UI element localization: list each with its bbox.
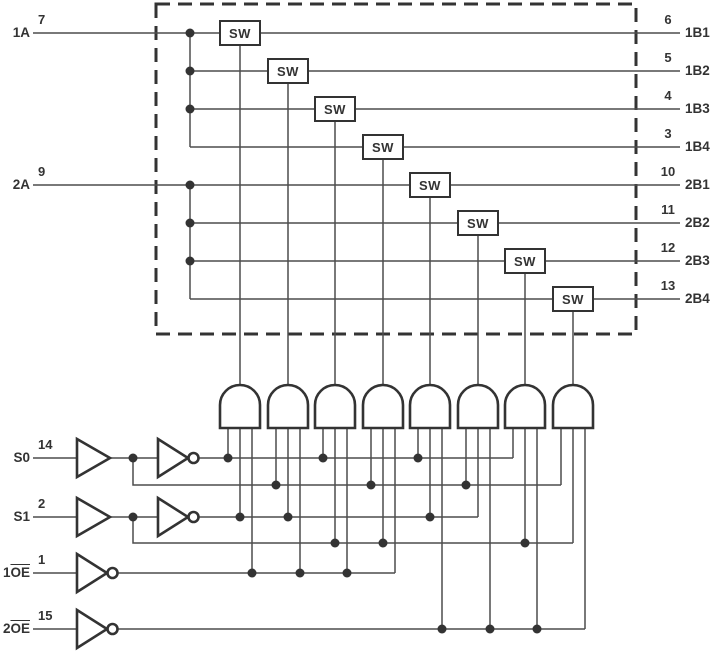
input-label-1a: 1A [12, 25, 30, 40]
enable-2oe-prefix: 2 [2, 621, 11, 636]
dashed-boundary-box [154, 2, 638, 336]
gate3-legs [322, 428, 348, 573]
gate1-legs [227, 428, 253, 573]
wire-s0-branch [132, 458, 561, 486]
and-gate-8 [551, 383, 595, 430]
buffers-inverters [75, 436, 200, 651]
s1-buffer-icon [75, 495, 113, 539]
s1-inverter-icon [156, 495, 191, 539]
and-gate-6 [456, 383, 500, 430]
junction-dots [128, 28, 542, 634]
pin-number-s0: 14 [38, 437, 53, 452]
enable-label-1oe: 1OE [0, 564, 30, 582]
enable-label-2oe: 2OE [0, 620, 30, 638]
output-label-2b1: 2B1 [685, 177, 710, 192]
output-label-2b4: 2B4 [685, 291, 710, 306]
pin-number-2a: 9 [38, 164, 46, 179]
enable-1oe-prefix: 1 [2, 565, 11, 580]
s0-buffer-icon [75, 436, 113, 480]
switch-block-5: SW [409, 172, 451, 198]
pin-number-2oe: 15 [38, 608, 53, 623]
gate4-legs [370, 428, 396, 573]
output-label-1b4: 1B4 [685, 139, 710, 154]
switch-block-8: SW [552, 286, 594, 312]
switch-block-3: SW [314, 96, 356, 122]
pin-number-2b4: 13 [660, 278, 676, 293]
and-gate-1 [218, 383, 262, 430]
switch-block-6: SW [457, 210, 499, 236]
pin-number-1a: 7 [38, 12, 46, 27]
and-gate-4 [361, 383, 405, 430]
enable-2oe-overline: OE [10, 621, 30, 636]
s0-inverter-icon [156, 436, 191, 480]
pin-number-1b3: 4 [664, 88, 672, 103]
pin-number-2b3: 12 [660, 240, 676, 255]
output-label-1b2: 1B2 [685, 63, 710, 78]
gate7-legs [512, 428, 538, 629]
wire-s1-branch [132, 517, 573, 544]
switch-block-1: SW [219, 20, 261, 46]
gate2-legs [275, 428, 301, 573]
gate6-legs [465, 428, 491, 629]
2oe-inverter-bubble-icon [106, 622, 119, 636]
enable-1oe-overline: OE [10, 565, 30, 580]
output-label-1b3: 1B3 [685, 101, 710, 116]
switch-block-2: SW [267, 58, 309, 84]
pin-number-1b4: 3 [664, 126, 672, 141]
gate8-legs [560, 428, 586, 629]
pin-number-1b1: 6 [664, 12, 672, 27]
gate5-legs [417, 428, 443, 629]
and-gate-5 [408, 383, 452, 430]
select-label-s1: S1 [13, 509, 30, 524]
pin-number-s1: 2 [38, 496, 46, 511]
s0-inverter-bubble-icon [187, 451, 200, 465]
input-label-2a: 2A [12, 177, 30, 192]
switch-block-4: SW [362, 134, 404, 160]
and-gate-7 [503, 383, 547, 430]
output-label-2b3: 2B3 [685, 253, 710, 268]
1oe-inverter-icon [75, 551, 110, 595]
switch-block-7: SW [504, 248, 546, 274]
s1-inverter-bubble-icon [187, 510, 200, 524]
pin-number-1oe: 1 [38, 552, 46, 567]
1oe-inverter-bubble-icon [106, 566, 119, 580]
output-label-2b2: 2B2 [685, 215, 710, 230]
output-label-1b1: 1B1 [685, 25, 710, 40]
2oe-inverter-icon [75, 607, 110, 651]
and-gates [218, 383, 595, 430]
pin-number-2b2: 11 [661, 202, 675, 217]
pin-number-1b2: 5 [664, 50, 672, 65]
pin-number-2b1: 10 [660, 164, 676, 179]
wires [33, 32, 680, 630]
and-gate-2 [266, 383, 310, 430]
and-gate-3 [313, 383, 357, 430]
select-label-s0: S0 [13, 450, 30, 465]
